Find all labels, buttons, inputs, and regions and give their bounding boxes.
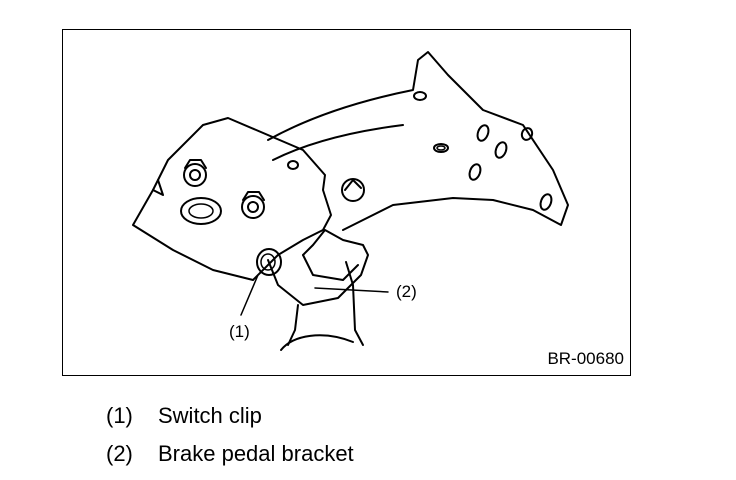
legend-label: Switch clip — [158, 403, 262, 428]
callout-2-label: (2) — [396, 282, 417, 301]
side-bolt — [341, 178, 365, 202]
legend-item: (2) Brake pedal bracket — [106, 441, 354, 467]
arm-hole — [476, 124, 490, 142]
switch-clip-inner — [260, 253, 276, 271]
bracket-arm — [267, 51, 569, 231]
stud-nut — [247, 201, 259, 213]
lower-bracket — [267, 229, 369, 306]
plate-hole — [188, 203, 214, 219]
arm-hole — [520, 127, 534, 141]
plate-hole — [287, 160, 299, 170]
legend-label: Brake pedal bracket — [158, 441, 354, 466]
legend-number: (2) — [106, 441, 133, 466]
plate-hole — [180, 197, 222, 225]
switch-clip — [256, 248, 282, 276]
bracket-arm-lower-edge — [272, 124, 404, 161]
callout-1-label: (1) — [229, 322, 250, 341]
illustration-frame: (1) (2) BR-00680 — [62, 29, 631, 376]
callout-1-leader — [240, 274, 259, 316]
stud-nut — [189, 169, 201, 181]
stud-nut — [241, 195, 265, 219]
arm-hole — [433, 143, 449, 153]
arm-hole — [539, 193, 553, 211]
lower-bracket-leg — [287, 304, 299, 346]
brake-pedal-bracket-drawing — [132, 51, 569, 351]
front-plate-edge — [152, 179, 164, 196]
legend-number: (1) — [106, 403, 133, 428]
side-bolt-thread — [344, 179, 362, 191]
legend-item: (1) Switch clip — [106, 403, 262, 429]
stud-thread — [184, 159, 207, 169]
lower-bracket-rib — [345, 261, 364, 346]
lower-bracket-face — [302, 254, 359, 281]
callout-2-leader — [314, 287, 389, 293]
arm-hole — [468, 163, 482, 181]
stud-nut — [183, 163, 207, 187]
arm-hole — [494, 141, 508, 159]
figure-id: BR-00680 — [547, 349, 624, 368]
arm-hole — [436, 145, 446, 151]
arm-hole — [413, 91, 427, 101]
front-plate — [132, 117, 332, 281]
lower-bracket-foot — [280, 334, 354, 351]
stud-thread — [242, 191, 265, 201]
